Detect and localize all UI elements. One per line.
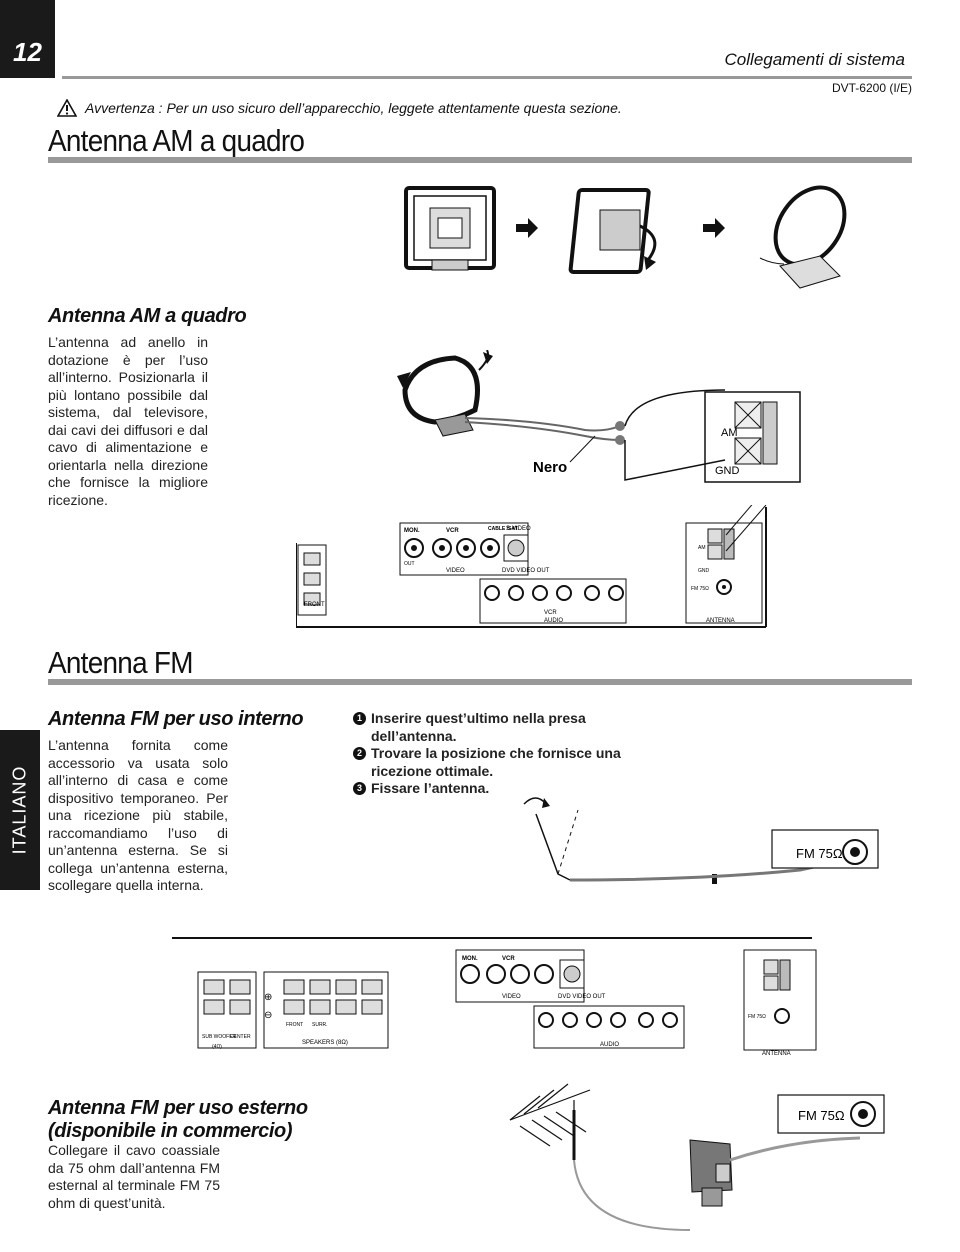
speakers-label: SPEAKERS (8Ω) <box>302 1040 348 1046</box>
panel-fm-label-2: FM 75Ω <box>748 1014 766 1020</box>
mon-label: MON. <box>404 528 420 534</box>
loop-antenna <box>397 350 493 437</box>
fm-steps-list: 1 Inserire quest’ultimo nella presa dell… <box>353 710 643 798</box>
panel-gnd-label: GND <box>698 568 710 574</box>
am-body-text: L’antenna ad anello in dotazione è per l… <box>48 334 208 508</box>
header-rule <box>62 76 912 79</box>
audio-vcr-label: VCR <box>544 610 557 616</box>
outdoor-antenna-icon <box>509 1083 591 1160</box>
fm-outdoor-subtitle: (disponibile in commercio) <box>48 1120 293 1142</box>
fm-indoor-body: L’antenna fornita come accessorio va usa… <box>48 737 228 893</box>
panel-antenna-label-2: ANTENNA <box>762 1051 791 1057</box>
gnd-terminal-label: GND <box>715 465 740 477</box>
cable-sat-label: CABLE /SAT <box>488 526 518 532</box>
fm-indoor-diagram: FM 75Ω <box>523 797 879 884</box>
panel-antenna-label: ANTENNA <box>706 618 735 624</box>
am-assembly-illustration <box>404 185 847 289</box>
wire-color-label: Nero <box>533 459 567 476</box>
section-header: Collegamenti di sistema <box>724 50 905 69</box>
speaker-front-label: FRONT <box>286 1022 303 1028</box>
vcr-label: VCR <box>446 528 459 534</box>
step-text: Fissare l’antenna. <box>371 780 490 796</box>
language-tab: ITALIANO <box>0 730 40 890</box>
am-subtitle: Antenna AM a quadro <box>48 305 247 327</box>
outdoor-fm-terminal-label: FM 75Ω <box>798 1108 845 1123</box>
step-item: 2 Trovare la posizione che fornisce una … <box>353 745 643 780</box>
subwoofer-label: SUB WOOFER <box>202 1034 237 1040</box>
loop-antenna-folded <box>404 186 496 271</box>
step-item: 3 Fissare l’antenna. <box>353 780 643 798</box>
out-label: OUT <box>404 561 415 567</box>
fm-title-rule <box>48 679 912 685</box>
am-section-title: Antenna AM a quadro <box>48 123 305 158</box>
fm-indoor-title: Antenna FM per uso interno <box>48 708 304 730</box>
mon-label-2: MON. <box>462 956 478 962</box>
step-number: 2 <box>353 747 366 760</box>
page-number: 12 <box>0 0 55 78</box>
rear-panel-top: FRONT MON. VCR CABLE /SAT S-VIDEO OUT VI… <box>296 505 767 628</box>
step-number: 3 <box>353 782 366 795</box>
arrow-right-icon <box>703 218 725 238</box>
step-text: Inserire quest’ultimo nella presa dell’a… <box>371 710 586 744</box>
coaxial-adapter-icon <box>689 1136 861 1207</box>
dvd-video-out-label: DVD VIDEO OUT <box>502 568 550 574</box>
warning-text: Avvertenza : Per un uso sicuro dell’appa… <box>85 100 622 116</box>
fm-outdoor-body: Collegare il cavo coassiale da 75 ohm da… <box>48 1142 220 1211</box>
fm-terminal-label: FM 75Ω <box>796 846 843 861</box>
audio-label-2: AUDIO <box>600 1042 619 1048</box>
model-number: DVT-6200 (I/E) <box>831 81 912 95</box>
panel-fm-label: FM 75Ω <box>691 586 709 592</box>
warning-icon <box>57 99 77 117</box>
audio-label: AUDIO <box>544 618 563 624</box>
fm-outdoor-title: Antenna FM per uso esterno <box>48 1097 308 1119</box>
dvd-video-out-label-2: DVD VIDEO OUT <box>558 994 606 1000</box>
arrow-right-icon <box>516 218 538 238</box>
loop-antenna-assembled <box>759 185 847 289</box>
panel-am-label: AM <box>698 545 706 551</box>
svg-text:⊕: ⊕ <box>264 992 272 1003</box>
warning-line: Avvertenza : Per un uso sicuro dell’appa… <box>57 99 622 117</box>
fm-outdoor-diagram: FM 75Ω <box>509 1083 885 1231</box>
video-label-2: VIDEO <box>502 994 521 1000</box>
step-item: 1 Inserire quest’ultimo nella presa dell… <box>353 710 643 745</box>
speaker-surr-label: SURR. <box>312 1022 328 1028</box>
step-number: 1 <box>353 712 366 725</box>
loop-antenna-unfolding <box>568 188 657 274</box>
svg-text:⊖: ⊖ <box>264 1010 272 1021</box>
front-label: FRONT <box>304 602 325 608</box>
am-connection-diagram: Nero AM GND <box>397 350 801 483</box>
s-video-label: S-VIDEO <box>506 526 531 532</box>
video-label: VIDEO <box>446 568 465 574</box>
step-text: Trovare la posizione che fornisce una ri… <box>371 745 621 779</box>
fm-section-title: Antenna FM <box>48 645 194 680</box>
rear-panel-bottom: SUB WOOFER (4Ω) CENTER FRONT SURR. SPEAK… <box>172 937 817 1057</box>
center-label: CENTER <box>230 1034 251 1040</box>
four-ohm-label: (4Ω) <box>212 1044 222 1050</box>
language-tab-label: ITALIANO <box>9 765 30 855</box>
am-terminal-label: AM <box>721 427 738 439</box>
am-title-rule <box>48 157 912 163</box>
vcr-label-2: VCR <box>502 956 515 962</box>
